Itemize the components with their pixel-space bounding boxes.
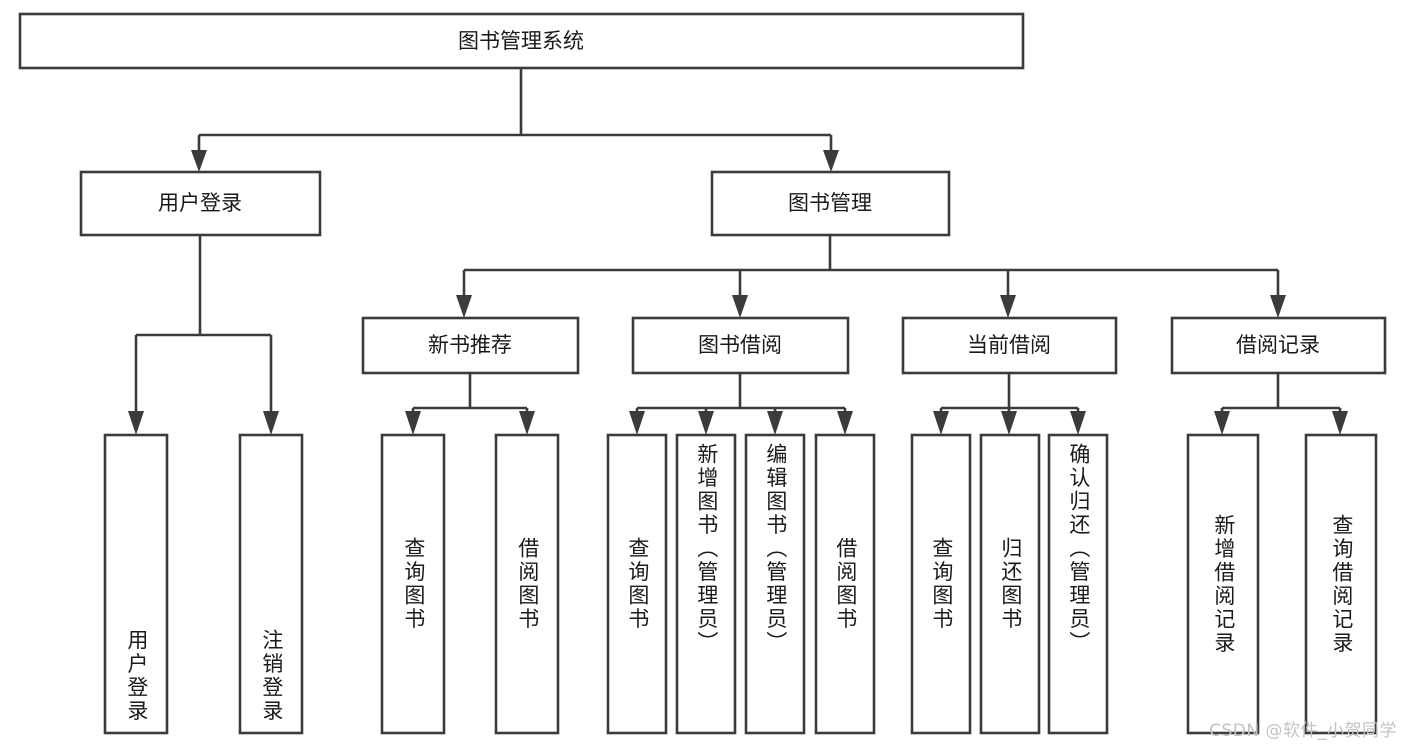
arrow-to-book-borrow (732, 295, 748, 318)
leaf-box-query-book-3[interactable] (910, 433, 972, 735)
node-current-borrow-label: 当前借阅 (967, 333, 1051, 357)
leaf-box-add-record[interactable] (1186, 433, 1260, 735)
arrow-to-user-login (191, 150, 207, 172)
leaf-box-add-book[interactable] (675, 433, 737, 735)
arrow-to-leaf-borrow-book-1 (519, 411, 535, 435)
arrow-to-leaf-borrow-book-2 (837, 411, 853, 435)
arrow-to-book-manage (823, 150, 839, 172)
node-new-book-recommend-box (361, 316, 580, 375)
connector-new-book-recommend-to-leaves (405, 373, 535, 435)
arrow-to-borrow-record (1270, 295, 1286, 318)
node-root-label: 图书管理系统 (458, 29, 584, 53)
node-book-borrow-label: 图书借阅 (698, 333, 782, 357)
node-borrow-record[interactable]: 借阅记录 (1170, 316, 1387, 375)
leaf-box-query-book-2[interactable] (606, 433, 668, 735)
leaf-box-query-record[interactable] (1304, 433, 1378, 735)
node-root[interactable]: 图书管理系统 (18, 12, 1025, 70)
arrow-to-leaf-confirm-return (1070, 411, 1086, 435)
node-borrow-record-label: 借阅记录 (1236, 333, 1320, 357)
leaf-box-borrow-book-1[interactable] (494, 433, 560, 735)
leaf-box-return-book[interactable] (979, 433, 1041, 735)
node-new-book-recommend[interactable]: 新书推荐 (361, 316, 580, 375)
leaf-box-borrow-book-2[interactable] (814, 433, 876, 735)
leaf-box-edit-book[interactable] (744, 433, 806, 735)
node-user-login-box (79, 170, 322, 237)
leaf-box-confirm-return[interactable] (1047, 433, 1109, 735)
node-new-book-recommend-label: 新书推荐 (428, 333, 512, 357)
connector-user-login-to-leaves (128, 235, 279, 435)
arrow-to-leaf-query-record (1332, 411, 1348, 435)
leaf-box-logout-login[interactable] (238, 433, 304, 735)
arrow-to-new-book-recommend (456, 295, 472, 318)
connector-book-manage-to-level3 (456, 235, 1286, 318)
connector-book-borrow-to-leaves (629, 373, 853, 435)
leaf-box-query-book-1[interactable] (380, 433, 446, 735)
arrow-to-leaf-query-book-1 (405, 411, 421, 435)
csdn-watermark: CSDN @软件_小贺同学 (1209, 721, 1397, 741)
node-user-login[interactable]: 用户登录 (79, 170, 322, 237)
connector-current-borrow-to-leaves (933, 373, 1086, 435)
arrow-to-leaf-add-book (698, 411, 714, 435)
arrow-to-leaf-add-record (1214, 411, 1230, 435)
arrow-to-leaf-logout-login (263, 411, 279, 435)
node-user-login-label: 用户登录 (158, 191, 242, 215)
arrow-to-leaf-return-book (1001, 411, 1017, 435)
arrow-to-leaf-query-book-3 (933, 411, 949, 435)
connector-borrow-record-to-leaves (1214, 373, 1348, 435)
leaf-box-user-login[interactable] (103, 433, 169, 735)
arrow-to-leaf-query-book-2 (629, 411, 645, 435)
arrow-to-leaf-edit-book (767, 411, 783, 435)
node-current-borrow-box (901, 316, 1118, 375)
node-book-borrow[interactable]: 图书借阅 (631, 316, 850, 375)
node-book-manage-label: 图书管理 (788, 191, 872, 215)
node-root-box (18, 12, 1025, 70)
connector-root-to-level2 (191, 68, 839, 172)
arrow-to-leaf-user-login (128, 411, 144, 435)
node-current-borrow[interactable]: 当前借阅 (901, 316, 1118, 375)
node-book-manage[interactable]: 图书管理 (710, 170, 951, 237)
arrow-to-current-borrow (1000, 295, 1016, 318)
